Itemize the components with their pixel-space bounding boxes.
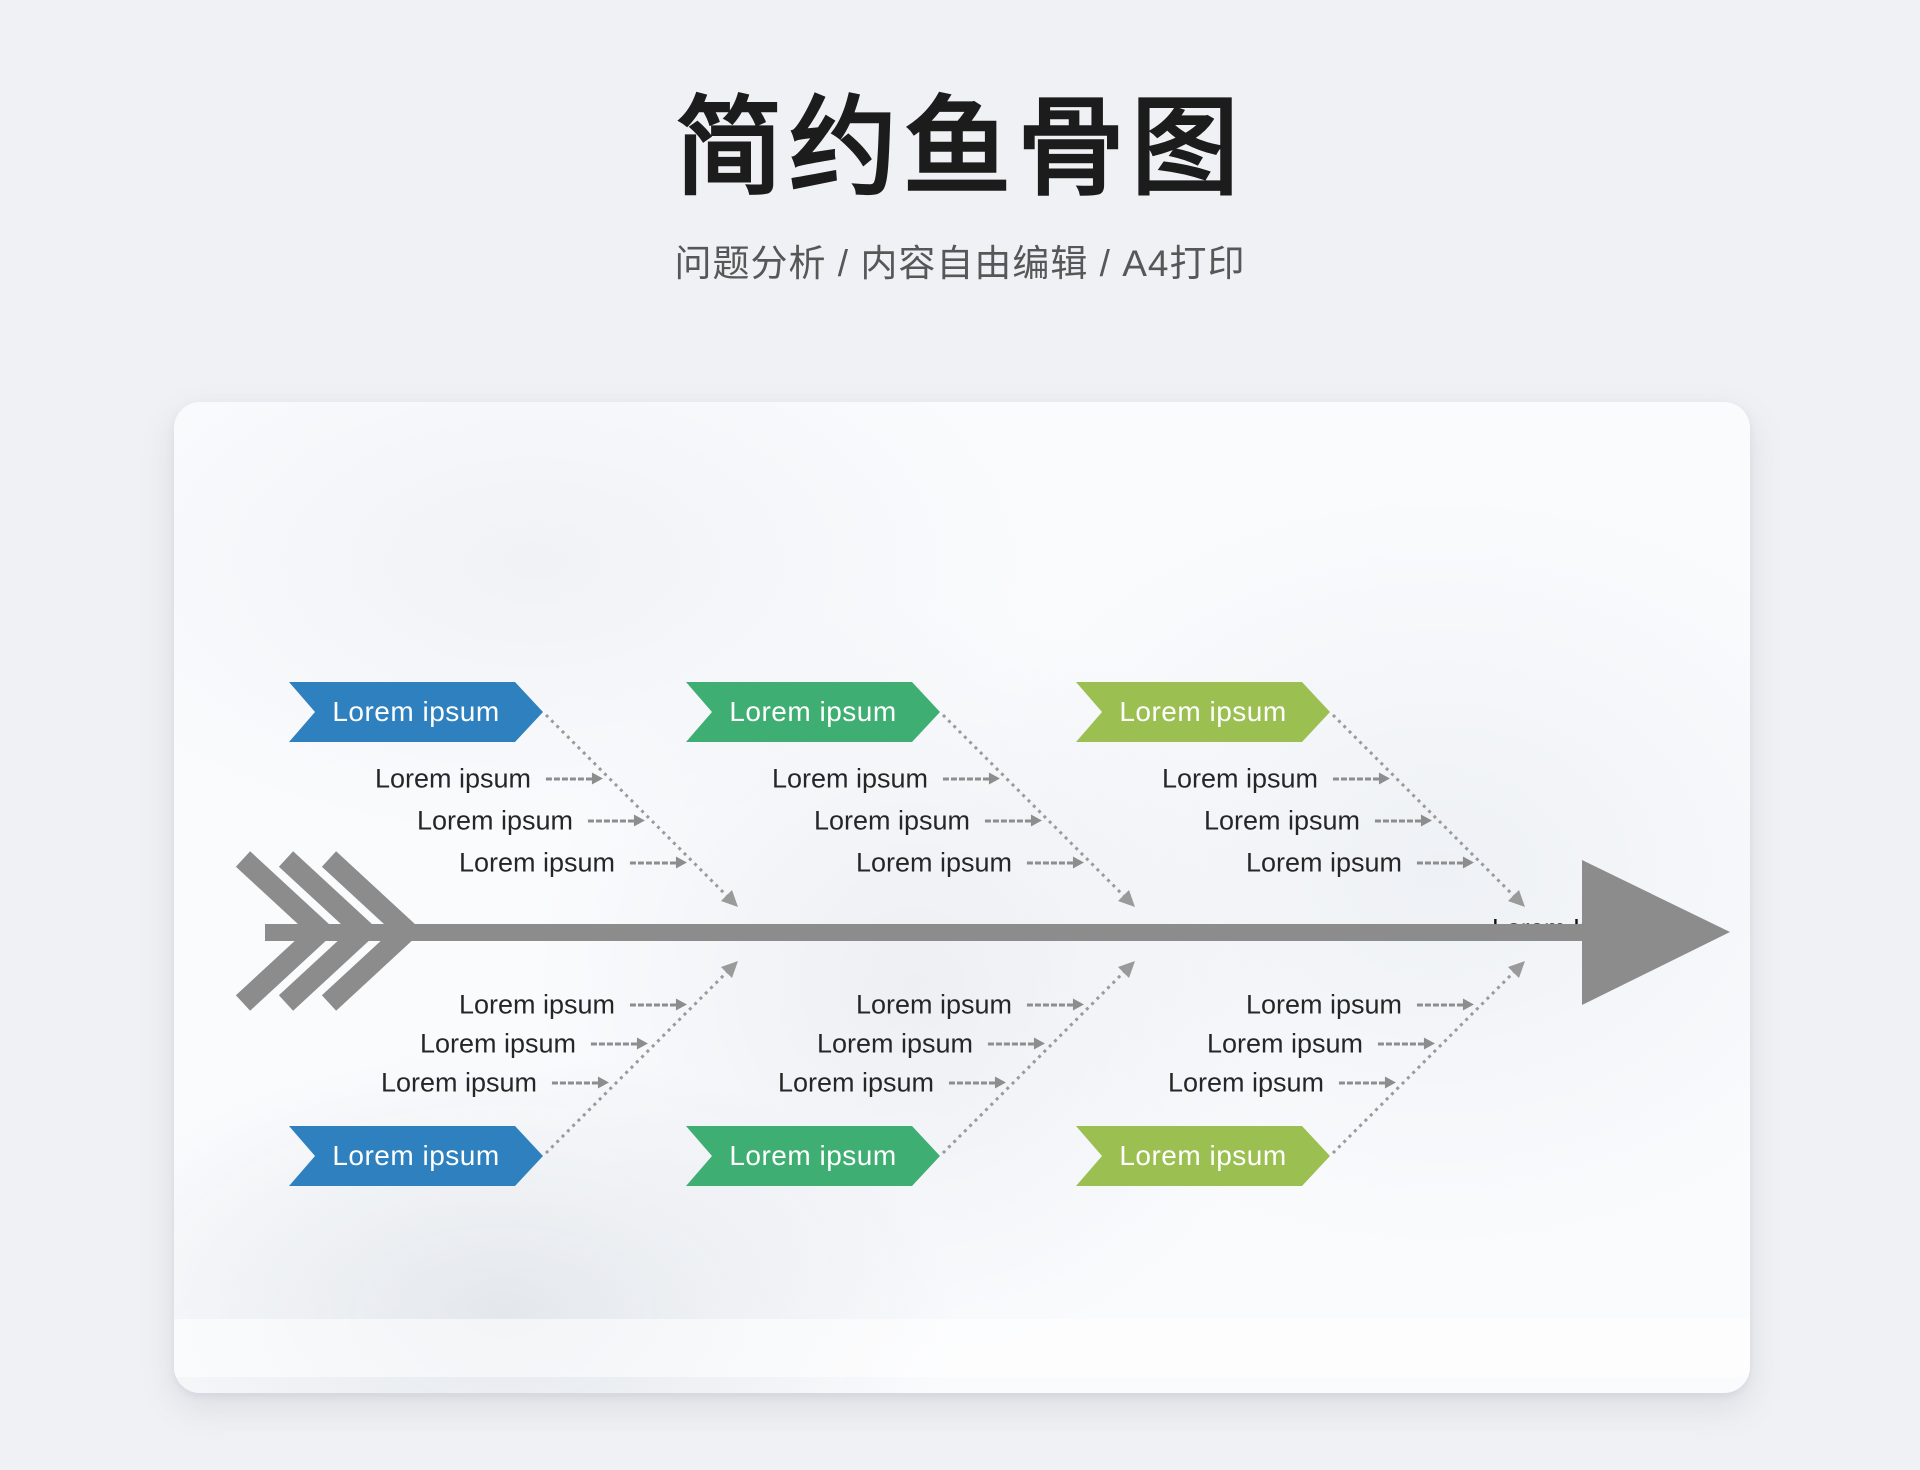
cause-item[interactable]: Lorem ipsum [1167,1067,1396,1099]
spine-arrowhead-icon [1582,860,1730,1005]
cause-item[interactable]: Lorem ipsum [1245,847,1474,879]
category-banner-label: Lorem ipsum [332,696,500,727]
category-banner-top-right[interactable]: Lorem ipsum [1076,682,1330,742]
cause-item-label: Lorem ipsum [855,989,1012,1020]
cause-item[interactable]: Lorem ipsum [1245,989,1474,1021]
connector-dotted-line [941,970,1126,1155]
connector-arrowhead-icon [721,890,738,907]
cause-item[interactable]: Lorem ipsum [374,763,603,795]
cause-item[interactable]: Lorem ipsum [777,1067,1006,1099]
cause-item[interactable]: Lorem ipsum [816,1028,1045,1060]
spine-bar [265,924,1589,941]
category-banner-bottom-left[interactable]: Lorem ipsum [289,1126,543,1186]
cause-item-label: Lorem ipsum [458,989,615,1020]
cause-item[interactable]: Lorem ipsum [416,805,645,837]
cause-item[interactable]: Lorem ipsum [771,763,1000,795]
cause-item[interactable]: Lorem ipsum [855,989,1084,1021]
dashed-arrow-icon [630,998,687,1011]
dashed-arrow-icon [1027,998,1084,1011]
connector-arrowhead-icon [721,961,738,978]
category-banner-label: Lorem ipsum [1119,696,1287,727]
cause-item-label: Lorem ipsum [855,847,1012,878]
category-banner-bottom-right[interactable]: Lorem ipsum [1076,1126,1330,1186]
dashed-arrow-icon [943,772,1000,785]
fishbone-diagram-card[interactable]: Lorem Ipsum Lorem ipsum Lorem ipsum Lore… [174,402,1750,1393]
cause-item[interactable]: Lorem ipsum [1161,763,1390,795]
category-banner-top-middle[interactable]: Lorem ipsum [686,682,940,742]
dashed-arrow-icon [1417,998,1474,1011]
cause-item-label: Lorem ipsum [380,1067,537,1098]
fishbone-skeleton [235,713,1730,1155]
cause-item-label: Lorem ipsum [1245,989,1402,1020]
cause-item-label: Lorem ipsum [813,805,970,836]
cause-item[interactable]: Lorem ipsum [458,847,687,879]
dashed-arrow-icon [591,1037,648,1050]
connector-arrowhead-icon [1508,961,1525,978]
dashed-arrow-icon [1375,814,1432,827]
cause-item-label: Lorem ipsum [374,763,531,794]
dashed-arrow-icon [1339,1076,1396,1089]
cause-item-label: Lorem ipsum [1206,1028,1363,1059]
cause-item[interactable]: Lorem ipsum [855,847,1084,879]
dashed-arrow-icon [546,772,603,785]
page-subtitle: 问题分析 / 内容自由编辑 / A4打印 [674,242,1246,284]
connector-dotted-line [1331,713,1516,898]
page-title: 简约鱼骨图 [674,87,1245,208]
cause-item[interactable]: Lorem ipsum [380,1067,609,1099]
cause-item[interactable]: Lorem ipsum [1203,805,1432,837]
cause-item[interactable]: Lorem ipsum [813,805,1042,837]
category-banner-label: Lorem ipsum [729,696,897,727]
cause-item-label: Lorem ipsum [416,805,573,836]
cause-item[interactable]: Lorem ipsum [1206,1028,1435,1060]
dashed-arrow-icon [949,1076,1006,1089]
connector-arrowhead-icon [1118,890,1135,907]
category-banner-top-left[interactable]: Lorem ipsum [289,682,543,742]
cause-item-label: Lorem ipsum [1245,847,1402,878]
connector-dotted-line [1331,970,1516,1155]
cause-item-label: Lorem ipsum [771,763,928,794]
cause-item-label: Lorem ipsum [1203,805,1360,836]
cause-item-label: Lorem ipsum [816,1028,973,1059]
connector-dotted-line [544,713,729,898]
connector-dotted-line [941,713,1126,898]
category-banner-label: Lorem ipsum [729,1140,897,1171]
cause-item-label: Lorem ipsum [777,1067,934,1098]
cause-item[interactable]: Lorem ipsum [458,989,687,1021]
category-banner-label: Lorem ipsum [332,1140,500,1171]
dashed-arrow-icon [1417,856,1474,869]
connector-arrowhead-icon [1118,961,1135,978]
dashed-arrow-icon [630,856,687,869]
category-banner-label: Lorem ipsum [1119,1140,1287,1171]
dashed-arrow-icon [985,814,1042,827]
connector-dotted-line [544,970,729,1155]
header: 简约鱼骨图 问题分析 / 内容自由编辑 / A4打印 [0,87,1920,287]
dashed-arrow-icon [1378,1037,1435,1050]
dashed-arrow-icon [988,1037,1045,1050]
connector-arrowhead-icon [1508,890,1525,907]
dashed-arrow-icon [552,1076,609,1089]
cause-item[interactable]: Lorem ipsum [419,1028,648,1060]
cause-item-label: Lorem ipsum [1161,763,1318,794]
dashed-arrow-icon [1333,772,1390,785]
category-banner-bottom-middle[interactable]: Lorem ipsum [686,1126,940,1186]
cause-item-label: Lorem ipsum [458,847,615,878]
cause-item-label: Lorem ipsum [419,1028,576,1059]
dashed-arrow-icon [588,814,645,827]
dashed-arrow-icon [1027,856,1084,869]
cause-item-label: Lorem ipsum [1167,1067,1324,1098]
